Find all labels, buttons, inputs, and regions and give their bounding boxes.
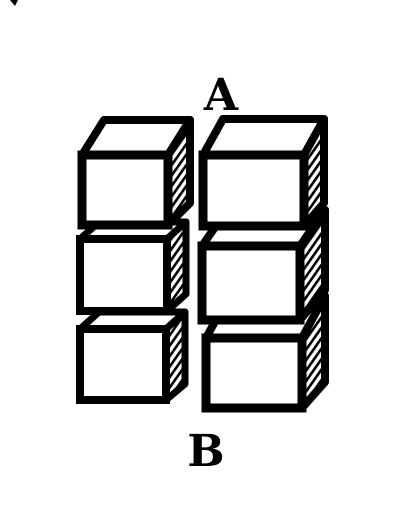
cube-front-face <box>198 150 309 231</box>
right-column <box>197 115 329 413</box>
cube-left-top <box>77 116 194 230</box>
label-b: B <box>187 426 224 477</box>
cube-front-face <box>76 325 170 404</box>
cube-front-face <box>197 241 305 325</box>
label-a: A <box>203 70 239 121</box>
cube-front-face <box>77 150 173 230</box>
left-column <box>76 116 194 404</box>
stray-ink-mark <box>10 0 18 6</box>
cube-front-face <box>201 333 307 413</box>
cube-right-top <box>198 115 328 231</box>
cube-front-face <box>76 235 171 315</box>
cube-left-middle <box>76 218 190 315</box>
cube-left-bottom <box>76 308 189 404</box>
